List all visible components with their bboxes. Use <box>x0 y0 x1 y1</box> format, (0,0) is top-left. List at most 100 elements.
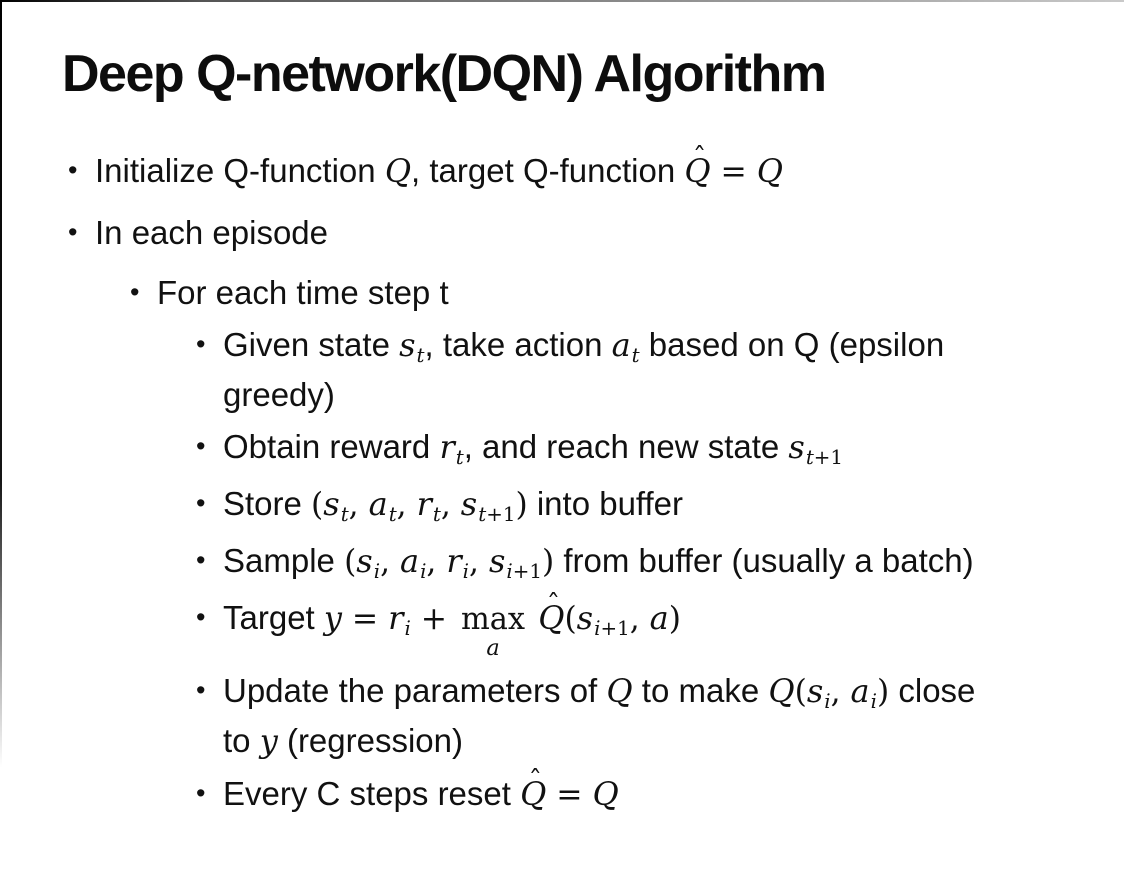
math-variable: Q <box>606 671 633 710</box>
math-variable: rt <box>439 428 464 469</box>
math-variable: Q <box>592 774 619 813</box>
math-punctuation: , <box>629 601 650 637</box>
text-run: greedy) <box>223 376 335 413</box>
text-run: Target <box>223 599 324 636</box>
slide-top-edge-line <box>0 0 1124 2</box>
math-punctuation: , <box>440 487 461 523</box>
math-subscript: i+1 <box>594 616 630 640</box>
math-punctuation: , <box>830 673 851 710</box>
math-variable: st <box>399 326 425 367</box>
math-variable: ri <box>388 599 411 640</box>
math-punctuation: = <box>710 154 757 190</box>
math-variable: si <box>356 542 381 583</box>
math-variable: st <box>323 485 349 526</box>
bullet-item: • Sample (si, ai, ri, si+1) from buffer (… <box>196 538 1096 588</box>
text-run: Update the parameters of <box>223 671 607 709</box>
text-run: In each episode <box>95 214 329 251</box>
text-run: Initialize Q-function <box>95 152 385 189</box>
text-run: based on Q (epsilon <box>639 326 945 363</box>
bullet-item: • In each episode <box>68 210 1096 255</box>
math-variable: at <box>368 485 397 526</box>
math-punctuation: , <box>396 487 417 523</box>
bullet-content: Store (st, at, rt, st+1) into buffer <box>223 481 683 531</box>
bullet-list: • Initialize Q-function Q , target Q-funct… <box>62 143 1096 825</box>
bullet-content: Update the parameters of Q to make Q(si,… <box>223 668 975 764</box>
math-variable: a <box>649 599 669 637</box>
math-subscript: t <box>388 502 397 526</box>
text-run: to make <box>632 671 769 709</box>
math-punctuation: , <box>348 487 369 523</box>
math-subscript: i <box>404 616 411 640</box>
slide-title: Deep Q-network(DQN) Algorithm <box>62 45 827 103</box>
math-subscript: t <box>416 343 425 367</box>
slide-left-edge-line <box>0 0 2 872</box>
text-run: (regression) <box>277 721 464 759</box>
bullet-content: Given state st, take action at based on … <box>223 322 944 417</box>
bullet-marker: • <box>196 329 206 359</box>
bullet-item: •Obtain reward rt, and reach new state s… <box>196 424 1096 474</box>
bullet-item: • Initialize Q-function Q , target Q-funct… <box>68 143 1096 195</box>
text-run <box>529 599 538 636</box>
text-run: , target Q-function <box>411 152 685 189</box>
text-run: Every C steps reset <box>223 774 521 812</box>
text-run: Sample <box>223 542 345 579</box>
math-variable: ai <box>850 671 877 713</box>
text-run: from buffer (usually a batch) <box>554 542 974 579</box>
math-subscript: i <box>870 689 877 713</box>
math-punctuation: , <box>426 544 447 580</box>
math-subscript: t <box>340 502 349 526</box>
text-run: Obtain reward <box>223 428 440 465</box>
math-subscript: t <box>455 445 464 469</box>
math-punctuation: + <box>410 601 458 637</box>
math-variable: Q <box>768 671 795 710</box>
text-run: into buffer <box>527 485 684 522</box>
math-punctuation: ) <box>541 544 555 580</box>
bullet-content: For each time step t <box>157 270 449 315</box>
bullet-marker: • <box>68 155 78 185</box>
math-subscript: i <box>824 689 831 713</box>
bullet-marker: • <box>130 277 140 307</box>
math-variable: si+1 <box>488 542 542 583</box>
bullet-item: • For each time step t <box>130 270 1096 315</box>
bullet-marker: • <box>196 431 206 461</box>
math-variable: si+1 <box>576 599 630 640</box>
math-punctuation: ) <box>668 601 681 637</box>
hat-accent: ˆ <box>528 766 543 798</box>
text-run: to <box>223 721 260 759</box>
hat-accent: ˆ <box>692 143 707 175</box>
math-variable: ri <box>446 542 469 583</box>
bullet-marker: • <box>196 545 206 575</box>
math-variable: Q <box>756 152 784 190</box>
math-variable: at <box>611 326 640 367</box>
bullet-marker: • <box>196 602 206 632</box>
math-punctuation: ) <box>876 673 890 710</box>
math-punctuation: = <box>546 776 593 813</box>
math-variable: y <box>259 721 278 760</box>
math-punctuation: , <box>469 544 489 580</box>
bullet-marker: • <box>196 488 206 518</box>
math-subscript: t+1 <box>805 445 844 469</box>
math-punctuation: ( <box>794 673 807 710</box>
math-punctuation: ( <box>564 601 577 637</box>
math-variable: y <box>323 599 342 637</box>
math-subscript: t <box>432 502 441 526</box>
math-punctuation: = <box>341 601 389 637</box>
math-subscript: t+1 <box>478 502 516 526</box>
bullet-content: Sample (si, ai, ri, si+1) from buffer (u… <box>223 538 974 588</box>
math-punctuation: ) <box>515 487 528 523</box>
math-variable: si <box>806 671 831 713</box>
math-variable: st+1 <box>460 485 516 526</box>
bullet-item: • Store (st, at, rt, st+1) into buffer <box>196 481 1096 531</box>
math-variable: rt <box>416 485 441 526</box>
text-run: Store <box>223 485 312 522</box>
math-punctuation: , <box>380 544 400 580</box>
math-subscript: t <box>631 343 640 367</box>
bullet-marker: • <box>68 217 78 247</box>
math-variable: ai <box>400 542 427 583</box>
